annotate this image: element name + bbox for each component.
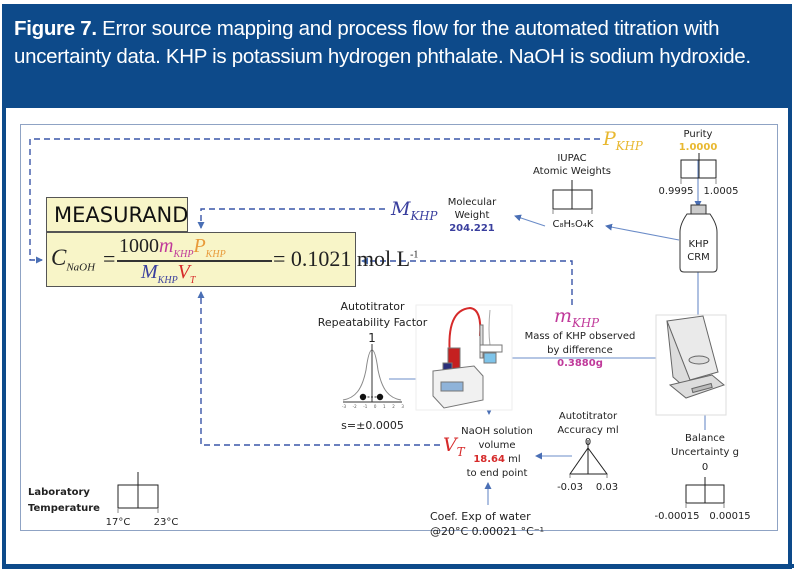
labtemp-line1: Laboratory bbox=[28, 487, 90, 498]
fraction-bar bbox=[117, 260, 272, 262]
formula-c-sub: NaOH bbox=[66, 261, 96, 274]
vt-unit: ml bbox=[504, 454, 521, 465]
formula-V-sub: T bbox=[189, 275, 196, 286]
m-khp-line2: by difference bbox=[547, 345, 613, 356]
vt-line1: NaOH solution bbox=[461, 426, 533, 437]
labtemp-low: 17°C bbox=[105, 517, 131, 528]
bell-tick: -2 bbox=[352, 404, 357, 409]
formula-denominator: MKHPVT bbox=[141, 261, 195, 286]
coef-line1: Coef. Exp of water bbox=[430, 510, 531, 523]
purity-high: 1.0005 bbox=[703, 186, 739, 197]
m-khp-dashed-link bbox=[361, 257, 573, 305]
accuracy-line2: Accuracy ml bbox=[557, 425, 619, 436]
purity-value: 1.0000 bbox=[678, 142, 718, 153]
figure-header: Figure 7. Error source mapping and proce… bbox=[2, 4, 792, 106]
balance-center: 0 bbox=[701, 462, 709, 473]
M-khp-symbol: MKHP bbox=[391, 198, 438, 223]
vt-line4: to end point bbox=[466, 468, 528, 479]
mw-line2: Weight bbox=[454, 210, 490, 221]
bell-tick: 3 bbox=[401, 404, 404, 409]
p-khp-dashed-link bbox=[29, 138, 600, 264]
analytical-balance bbox=[655, 314, 727, 416]
labtemp-line2: Temperature bbox=[28, 503, 100, 514]
formula-V: V bbox=[177, 261, 190, 283]
accuracy-line1: Autotitrator bbox=[558, 411, 618, 422]
m-khp-value: 0.3880g bbox=[557, 358, 603, 369]
v-t-symbol: VT bbox=[443, 434, 465, 459]
khp-crm-line1: KHP bbox=[688, 239, 709, 250]
repeat-value: 1 bbox=[368, 331, 376, 345]
figure-caption: Figure 7. Error source mapping and proce… bbox=[14, 15, 784, 71]
accuracy-low: -0.03 bbox=[557, 482, 583, 493]
bell-tick: 0 bbox=[373, 404, 377, 409]
formula-M: M bbox=[141, 261, 158, 283]
formula-p: P bbox=[193, 235, 206, 257]
formula-M-sub: KHP bbox=[157, 275, 178, 286]
diagram-border bbox=[20, 124, 778, 531]
formula-result-value: = 0.1021 mol L bbox=[273, 246, 411, 271]
balance-line1: Balance bbox=[685, 433, 725, 444]
iupac-uniform-box bbox=[552, 180, 593, 214]
formula-coef: 1000 bbox=[119, 235, 159, 257]
repeat-s-label: s=±0.0005 bbox=[341, 419, 404, 432]
iupac-line2: Atomic Weights bbox=[533, 166, 611, 177]
formula-m-sub: KHP bbox=[173, 249, 194, 260]
measurand-formula: CNaOH = 1000mKHPPKHP MKHPVT = 0.1021 mol… bbox=[46, 232, 418, 287]
balance-line2: Uncertainty g bbox=[671, 447, 739, 458]
formula-p-sub: KHP bbox=[205, 249, 226, 260]
bell-tick: 1 bbox=[383, 404, 386, 409]
bottle-to-formula-arrow bbox=[605, 223, 680, 241]
repeat-line1: Autotitrator bbox=[340, 300, 405, 313]
balance-high: 0.00015 bbox=[709, 511, 751, 522]
accuracy-high: 0.03 bbox=[595, 482, 619, 493]
figure-label: Figure 7. bbox=[14, 17, 97, 40]
iupac-formula: C₈H₅O₄K bbox=[552, 219, 594, 230]
accuracy-triangle bbox=[569, 440, 608, 478]
m-khp-symbol: mKHP bbox=[554, 305, 599, 330]
formula-m: m bbox=[159, 235, 174, 257]
khp-crm-bottle bbox=[679, 204, 718, 273]
formula-result: = 0.1021 mol L-1 bbox=[273, 246, 418, 272]
bell-axis-ticks: -3 -2 -1 0 1 2 3 bbox=[342, 404, 404, 409]
M-khp-dashed-link bbox=[197, 208, 385, 229]
vt-line2: volume bbox=[478, 440, 516, 451]
labtemp-high: 23°C bbox=[153, 517, 179, 528]
iupac-line1: IUPAC bbox=[557, 153, 587, 164]
formula-to-mw-arrow bbox=[514, 214, 546, 227]
vt-value: 18.64 bbox=[473, 454, 505, 465]
m-khp-line1: Mass of KHP observed bbox=[524, 331, 636, 342]
caption-text: Error source mapping and process flow fo… bbox=[14, 17, 751, 68]
v-t-dashed-link bbox=[197, 291, 440, 446]
bell-tick: -1 bbox=[363, 404, 368, 409]
balance-uniform-box bbox=[685, 477, 725, 508]
formula-c: C bbox=[51, 245, 67, 270]
autotitrator-instrument bbox=[415, 304, 513, 411]
accuracy-center: 0 bbox=[584, 437, 592, 448]
khp-crm-line2: CRM bbox=[687, 252, 710, 263]
bottom-rule bbox=[2, 564, 794, 568]
mw-value: 204.221 bbox=[449, 223, 495, 234]
purity-low: 0.9995 bbox=[658, 186, 694, 197]
bell-tick: 2 bbox=[392, 404, 395, 409]
formula-numerator: 1000mKHPPKHP bbox=[119, 235, 226, 260]
mw-line1: Molecular bbox=[447, 197, 497, 208]
lab-temp-uniform-box bbox=[117, 472, 159, 513]
bell-tick: -3 bbox=[342, 404, 346, 409]
formula-equals: = bbox=[103, 246, 116, 271]
p-khp-symbol: PKHP bbox=[603, 128, 643, 153]
measurand-title: MEASURAND bbox=[46, 197, 188, 232]
purity-label: Purity bbox=[683, 129, 713, 140]
vt-line3: 18.64 ml bbox=[457, 453, 537, 466]
balance-low: -0.00015 bbox=[654, 511, 700, 522]
coef-line2: @20°C 0.00021 °C⁻¹ bbox=[430, 525, 545, 538]
repeatability-bell-curve bbox=[342, 344, 402, 403]
formula-lhs: CNaOH bbox=[51, 245, 95, 274]
formula-result-sup: -1 bbox=[410, 249, 419, 261]
purity-uniform-box bbox=[680, 153, 717, 184]
repeat-line2: Repeatability Factor bbox=[317, 316, 428, 329]
